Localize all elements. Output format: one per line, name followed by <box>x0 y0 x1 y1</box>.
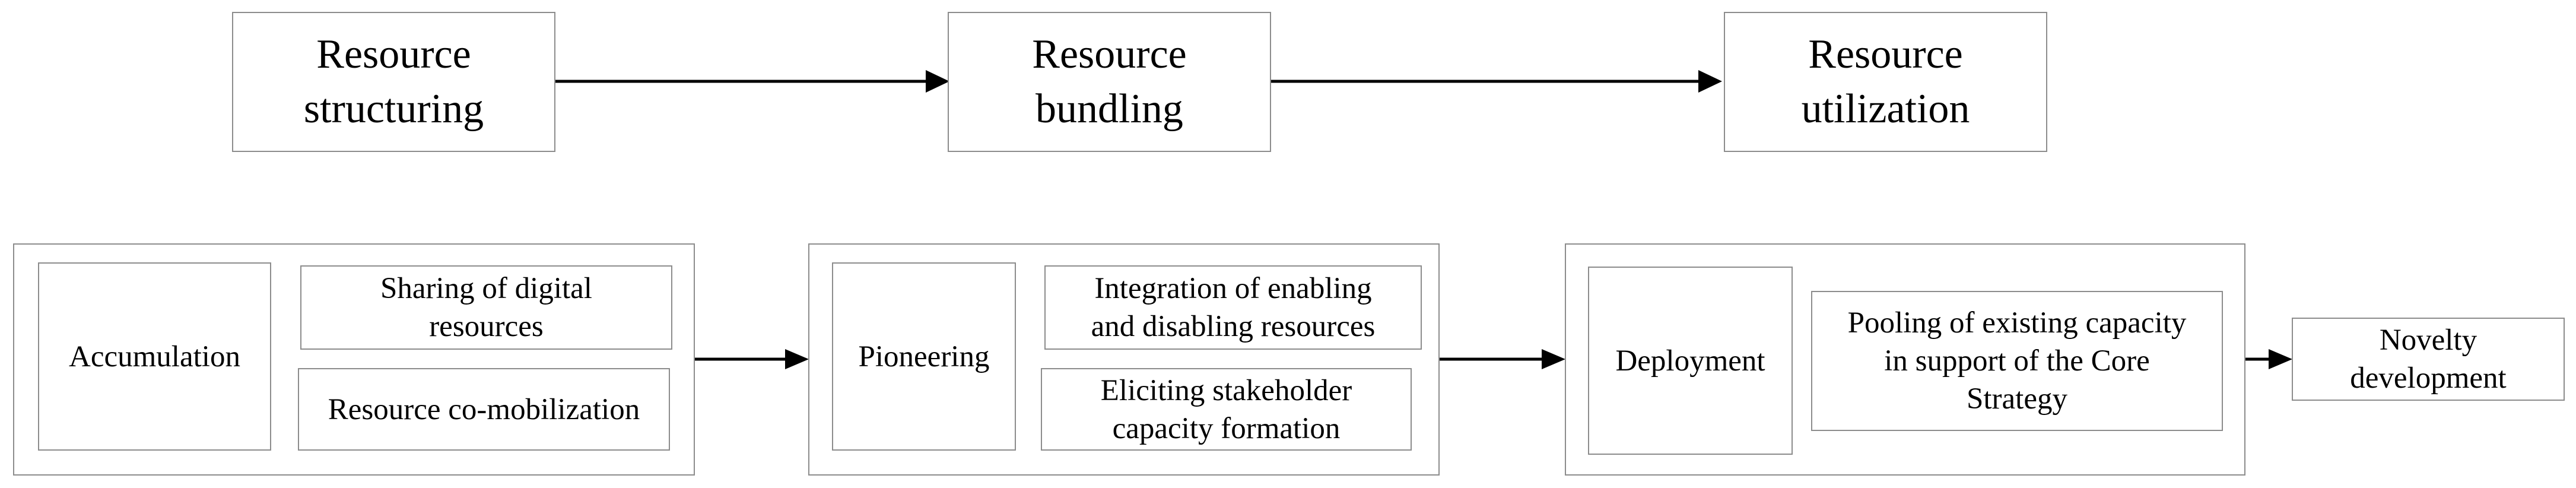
integration-resources-label: Integration of enabling and disabling re… <box>1091 272 1376 343</box>
arrowhead-bundling-to-utilization <box>1698 70 1722 93</box>
arrowhead-pioneering-to-deployment <box>1542 349 1565 369</box>
stakeholder-capacity-label: Eliciting stakeholder capacity formation <box>1100 373 1352 445</box>
accumulation-box: Accumulation <box>38 262 271 451</box>
arrowhead-accumulation-to-pioneering <box>785 349 809 369</box>
pioneering-box: Pioneering <box>832 262 1016 451</box>
accumulation-label: Accumulation <box>69 340 240 373</box>
novelty-development-label: Novelty development <box>2350 324 2507 395</box>
pioneering-label: Pioneering <box>858 340 990 373</box>
stage-resource-bundling: Resource bundling <box>948 12 1271 152</box>
arrowhead-structuring-to-bundling <box>926 70 949 93</box>
novelty-development-box: Novelty development <box>2292 318 2565 401</box>
sharing-digital-resources-box: Sharing of digital resources <box>300 265 672 350</box>
stage-resource-structuring: Resource structuring <box>232 12 555 152</box>
pooling-capacity-label: Pooling of existing capacity in support … <box>1847 306 2187 416</box>
stage-label: Resource utilization <box>1801 31 1970 132</box>
stage-label: Resource bundling <box>1032 31 1187 132</box>
resource-co-mobilization-label: Resource co-mobilization <box>328 392 640 426</box>
stage-label: Resource structuring <box>303 31 484 132</box>
stakeholder-capacity-box: Eliciting stakeholder capacity formation <box>1041 368 1412 451</box>
deployment-label: Deployment <box>1615 344 1765 378</box>
sharing-digital-resources-label: Sharing of digital resources <box>380 272 592 343</box>
deployment-box: Deployment <box>1588 267 1793 455</box>
pooling-capacity-box: Pooling of existing capacity in support … <box>1811 291 2223 431</box>
resource-co-mobilization-box: Resource co-mobilization <box>298 368 670 451</box>
stage-resource-utilization: Resource utilization <box>1724 12 2047 152</box>
arrowhead-deployment-to-novelty <box>2269 349 2292 369</box>
integration-resources-box: Integration of enabling and disabling re… <box>1044 265 1422 350</box>
